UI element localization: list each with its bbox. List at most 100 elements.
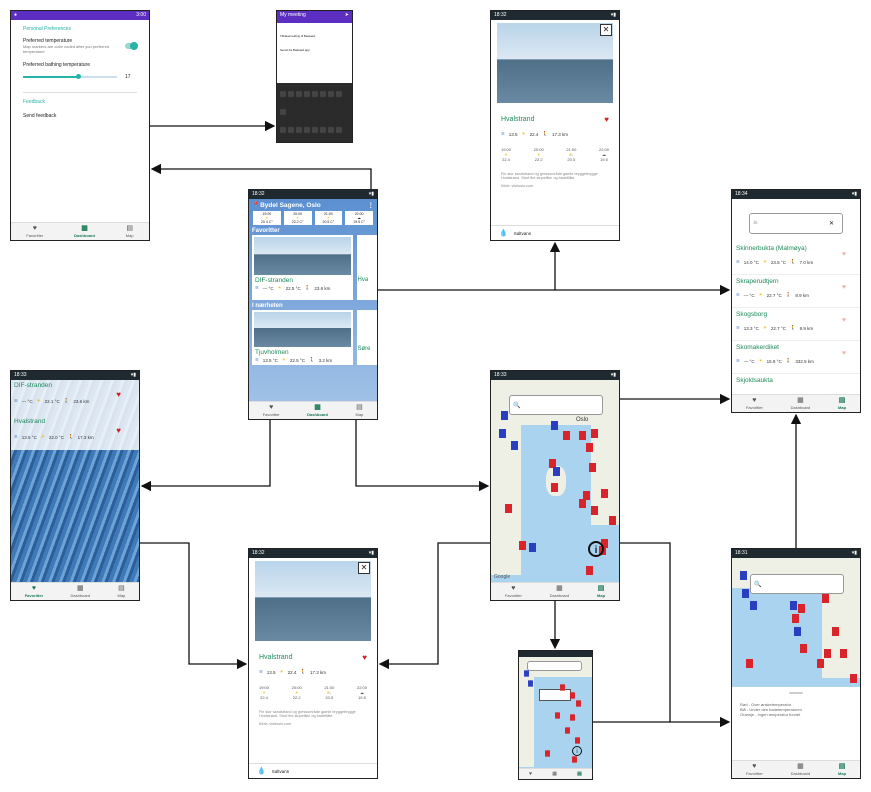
- nav-map[interactable]: ▤: [577, 771, 582, 777]
- keyboard-key[interactable]: [320, 127, 326, 133]
- list-item[interactable]: DIF-stranden ♥ ≋— °C☀22.1 °C🚶23.6 km: [14, 382, 121, 404]
- nav-favorites[interactable]: ♥Favoritter: [262, 404, 280, 417]
- keyboard-key[interactable]: [288, 127, 294, 133]
- map-marker-red[interactable]: [572, 756, 577, 763]
- map-marker-red[interactable]: [583, 491, 590, 500]
- keyboard-key[interactable]: [336, 91, 342, 97]
- heart-icon[interactable]: ♥: [116, 426, 121, 435]
- nav-dashboard[interactable]: ▦Dashboard: [549, 585, 570, 598]
- map-marker-blue[interactable]: [524, 670, 529, 677]
- nav-favorites[interactable]: ♥Favoritter: [745, 397, 763, 410]
- map-marker-red[interactable]: [549, 459, 556, 468]
- nav-favorites[interactable]: ♥Favoritter: [26, 225, 44, 238]
- sheet-handle[interactable]: [789, 692, 803, 694]
- map-marker-blue[interactable]: [553, 467, 560, 476]
- map-marker-blue[interactable]: [794, 627, 801, 636]
- keyboard-key[interactable]: [304, 127, 310, 133]
- heart-icon[interactable]: ♥: [841, 284, 846, 291]
- nav-map[interactable]: ▤Map: [597, 585, 606, 598]
- keyboard-key[interactable]: [280, 127, 286, 133]
- map-marker-blue[interactable]: [740, 571, 747, 580]
- nav-dashboard[interactable]: ▦: [552, 771, 557, 777]
- map-marker-red[interactable]: [565, 727, 570, 734]
- map-marker-red[interactable]: [560, 684, 565, 691]
- list-item[interactable]: Skomakerdiket ♥ ≋— °C☀15.9 °C🚶332.5 km: [732, 341, 860, 374]
- favorite-card-next[interactable]: Hva: [357, 235, 377, 300]
- map-marker-red[interactable]: [832, 627, 839, 636]
- send-feedback-button[interactable]: Send feedback: [23, 113, 57, 119]
- map-marker-red[interactable]: [555, 712, 560, 719]
- map-search-input[interactable]: 🔍: [509, 395, 603, 415]
- map-marker-red[interactable]: [570, 714, 575, 721]
- map-marker-red[interactable]: [798, 604, 805, 613]
- map-marker-red[interactable]: [570, 692, 575, 699]
- nav-map[interactable]: ▤Map: [838, 763, 847, 776]
- map-search-input[interactable]: [527, 661, 582, 671]
- map-marker-red[interactable]: [563, 431, 570, 440]
- nav-favorites[interactable]: ♥Favoritter: [24, 585, 44, 598]
- close-icon[interactable]: ✕: [600, 24, 612, 36]
- heart-icon[interactable]: ♥: [841, 251, 846, 258]
- heart-icon[interactable]: ♥: [604, 115, 609, 124]
- nearby-card[interactable]: Tjuvholmen ≋13.5 °C ☀22.5 °C 🚶3.2 km: [252, 310, 354, 365]
- map-marker-blue[interactable]: [790, 601, 797, 610]
- heart-icon[interactable]: ♥: [841, 317, 846, 324]
- keyboard-key[interactable]: [328, 127, 334, 133]
- map-marker-red[interactable]: [551, 483, 558, 492]
- nav-favorites[interactable]: ♥: [529, 771, 533, 777]
- map-marker-red[interactable]: [586, 443, 593, 452]
- heart-icon[interactable]: ♥: [116, 390, 121, 399]
- map-marker-red[interactable]: [792, 614, 799, 623]
- keyboard-key[interactable]: [296, 127, 302, 133]
- map-marker-red[interactable]: [601, 489, 608, 498]
- map-marker-red[interactable]: [579, 431, 586, 440]
- slider-thumb[interactable]: [75, 74, 81, 79]
- keyboard-key[interactable]: [312, 91, 318, 97]
- list-item[interactable]: Hvalstrand ♥ ≋13.5 °C☀22.0 °C🚶17.3 km: [14, 418, 121, 440]
- keyboard-key[interactable]: [280, 109, 286, 115]
- keyboard-key[interactable]: [336, 127, 342, 133]
- list-item[interactable]: Skraperudtjern ♥ ≋— °C☀22.7 °C🚶8.9 km: [732, 275, 860, 308]
- map-marker-red[interactable]: [579, 499, 586, 508]
- nav-favorites[interactable]: ♥Favoritter: [745, 763, 763, 776]
- clear-icon[interactable]: ✕: [828, 221, 834, 227]
- keyboard-key[interactable]: [328, 91, 334, 97]
- list-item[interactable]: Skjoldsaukta: [736, 377, 773, 384]
- map-marker-red[interactable]: [586, 566, 593, 575]
- nav-dashboard[interactable]: ▦Dashboard: [790, 763, 811, 776]
- nearby-card-next[interactable]: Søre: [357, 310, 377, 365]
- map-marker-red[interactable]: [545, 750, 550, 757]
- map-marker-blue[interactable]: [529, 543, 536, 552]
- nav-dashboard[interactable]: ▦Dashboard: [74, 225, 95, 238]
- map-marker-red[interactable]: [817, 659, 824, 668]
- map-marker-blue[interactable]: [499, 429, 506, 438]
- nav-map[interactable]: ▤Map: [125, 225, 134, 238]
- map-marker-red[interactable]: [822, 594, 829, 603]
- map-marker-red[interactable]: [519, 541, 526, 550]
- info-icon[interactable]: i: [588, 541, 604, 557]
- nav-dashboard[interactable]: ▦Dashboard: [307, 404, 329, 417]
- nav-map[interactable]: ▤Map: [117, 585, 126, 598]
- map-search-input[interactable]: 🔍: [750, 574, 844, 594]
- map-marker-red[interactable]: [601, 539, 608, 548]
- map-marker-blue[interactable]: [501, 411, 508, 420]
- map-marker-blue[interactable]: [551, 421, 558, 430]
- map-marker-blue[interactable]: [742, 589, 749, 598]
- heart-icon[interactable]: ♥: [362, 653, 367, 662]
- map-marker-red[interactable]: [609, 516, 616, 525]
- map-marker-red[interactable]: [505, 504, 512, 513]
- map-marker-red[interactable]: [576, 700, 581, 707]
- keyboard-key[interactable]: [288, 91, 294, 97]
- list-item[interactable]: Skinnerbukta (Malmøya) ♥ ≋14.0 °C☀23.5 °…: [732, 242, 860, 275]
- map-marker-red[interactable]: [591, 506, 598, 515]
- nav-dashboard[interactable]: ▦Dashboard: [70, 585, 91, 598]
- map-marker-red[interactable]: [800, 644, 807, 653]
- nav-dashboard[interactable]: ▦Dashboard: [790, 397, 811, 410]
- map-marker-red[interactable]: [840, 649, 847, 658]
- nav-map[interactable]: ▤Map: [355, 404, 364, 417]
- map-marker-blue[interactable]: [750, 601, 757, 610]
- map-marker-blue[interactable]: [528, 680, 533, 687]
- search-input[interactable]: ≝ ✕: [749, 213, 843, 234]
- keyboard-key[interactable]: [304, 91, 310, 97]
- info-icon[interactable]: i: [572, 746, 582, 756]
